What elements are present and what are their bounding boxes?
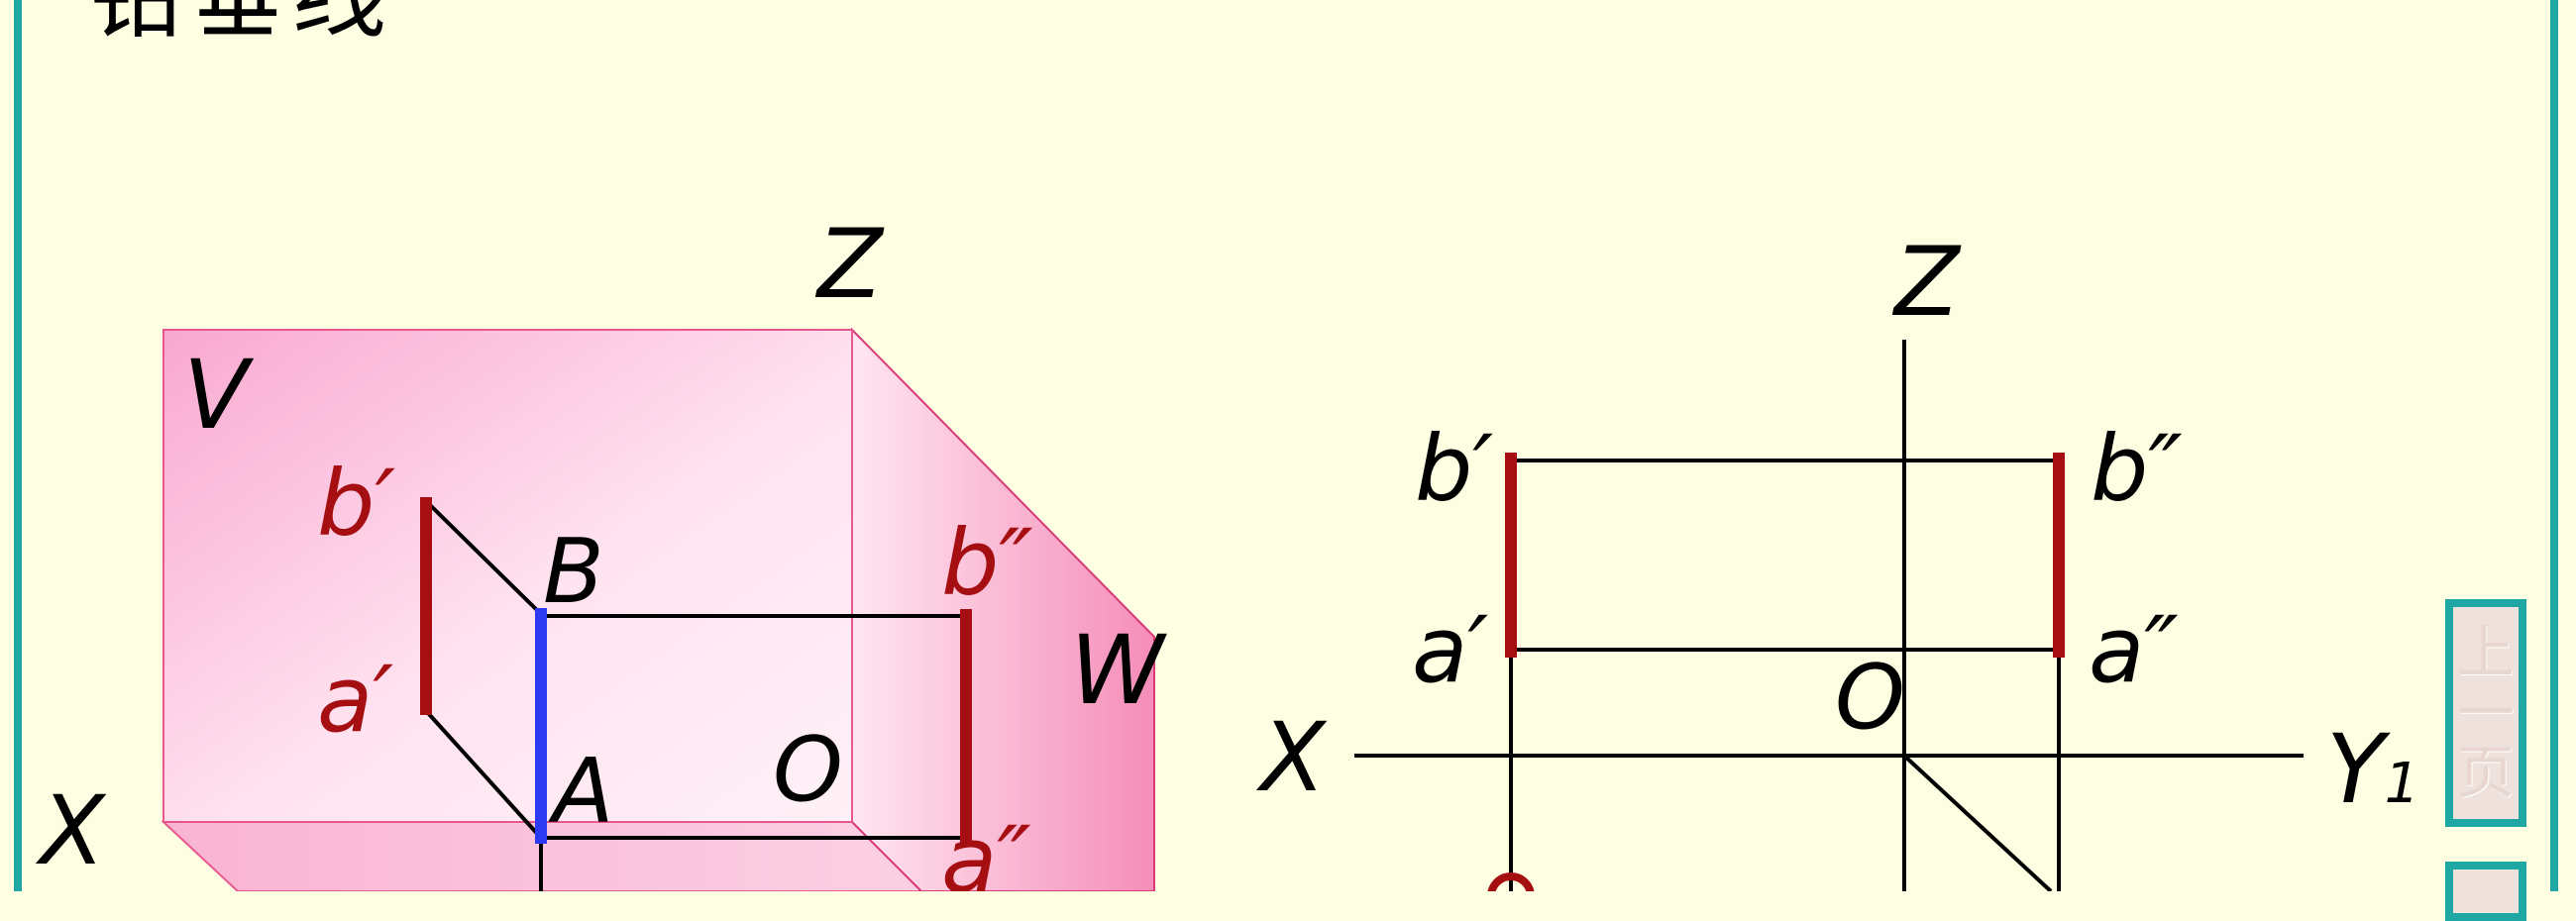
label-b-prime-right: b′: [1415, 416, 1493, 522]
connector-a-prime-to-a: [426, 711, 543, 840]
label-b-dprime-right: b″: [2091, 416, 2183, 522]
label-a-prime-right: a′: [1412, 597, 1488, 703]
page-title: 铅垂线: [89, 0, 392, 44]
label-origin-right: O: [1835, 646, 1905, 750]
next-page-button[interactable]: [2445, 862, 2526, 921]
prev-page-button[interactable]: 上 一 页: [2445, 599, 2526, 827]
label-w-plane: W: [1070, 615, 1167, 726]
label-z-left: Z: [814, 209, 885, 320]
diagonal-45: [1902, 754, 2053, 891]
label-point-a: A: [548, 740, 614, 844]
label-a-prime-left: a′: [317, 647, 393, 753]
label-origin-left: O: [773, 718, 843, 822]
label-b-dprime-left: b″: [941, 510, 1033, 616]
left-frame-border: [14, 0, 22, 891]
projection-diagram: Z V W X O B A b′ a′ b″ a″ Z X Y1 O b′ a′…: [35, 209, 2419, 891]
prev-char-2: 一: [2456, 678, 2515, 747]
label-b-prime-left: b′: [317, 451, 395, 557]
prev-char-3: 页: [2456, 739, 2515, 807]
v-plane: [162, 329, 853, 823]
point-h-projection: [1487, 872, 1535, 891]
label-x-left: X: [35, 775, 107, 886]
left-3d-diagram: Z V W X O B A b′ a′ b″ a″: [35, 209, 1167, 891]
label-a-dprime-left: a″: [941, 807, 1031, 891]
right-ortho-diagram: Z X Y1 O b′ a′ b″ a″: [1255, 227, 2419, 891]
prev-char-1: 上: [2456, 618, 2515, 686]
label-v-plane: V: [183, 340, 255, 451]
label-y1-right: Y1: [2326, 714, 2419, 825]
label-a-dprime-right: a″: [2089, 597, 2179, 703]
label-z-right: Z: [1891, 227, 1962, 338]
connector-b-prime-to-b: [426, 501, 543, 616]
label-x-right: X: [1255, 702, 1328, 813]
right-frame-border: [2550, 0, 2558, 891]
label-point-b: B: [543, 520, 604, 624]
